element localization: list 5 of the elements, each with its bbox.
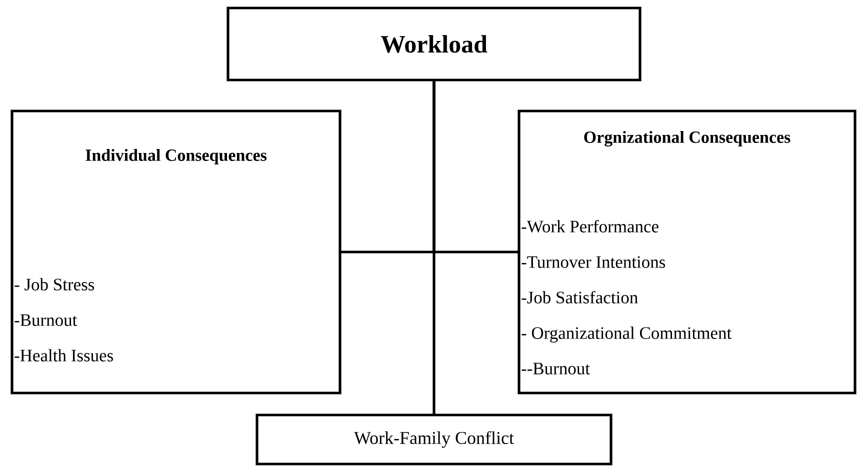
outcome-box: Work-Family Conflict xyxy=(256,414,612,466)
title-box: Workload xyxy=(226,6,642,82)
consequences-box: Individual Consequences - Job Stress -Burnout -Health Issues xyxy=(10,110,342,394)
consequences-box: Orgnizational Consequences -Work Performance -Turnover Intentions -Job Satisfaction - Organizational Commitment --Burnout xyxy=(518,110,856,394)
connector-line xyxy=(432,80,519,254)
